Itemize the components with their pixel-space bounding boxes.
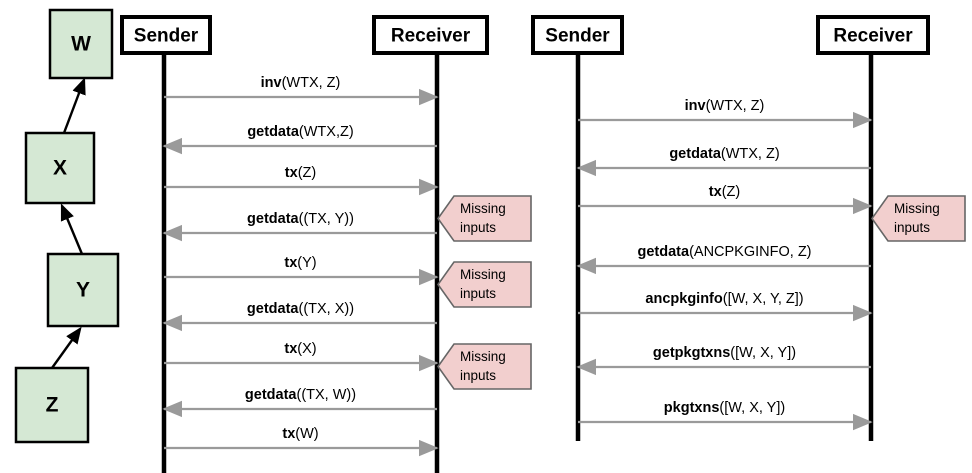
message-args: ((TX, X)) — [299, 301, 355, 317]
message-fn: tx — [285, 165, 298, 181]
actor-header-box — [531, 15, 624, 55]
transaction-ancestor-graph: W X Y Z — [14, 8, 120, 444]
actor-receiver-legacy-orphan-resolution[interactable]: Receiver — [372, 15, 489, 55]
message-label-getdata: getdata((TX, W)) — [245, 387, 356, 403]
note-callout-shape — [437, 261, 532, 308]
message-label-getdata: getdata(ANCPKGINFO, Z) — [637, 244, 811, 260]
note-callout-shape — [871, 195, 966, 242]
message-fn: inv — [261, 75, 282, 91]
message-args: ((TX, Y)) — [299, 211, 354, 227]
dag-edge-Z-to-Y — [51, 326, 82, 369]
message-fn: ancpkginfo — [645, 291, 722, 307]
message-label-pkgtxns: pkgtxns([W, X, Y]) — [664, 400, 785, 416]
message-fn: tx — [282, 426, 295, 442]
message-label-ancpkginfo: ancpkginfo([W, X, Y, Z]) — [645, 291, 803, 307]
message-fn: tx — [709, 184, 722, 200]
message-fn: getpkgtxns — [653, 345, 730, 361]
message-args: ([W, X, Y]) — [730, 345, 796, 361]
message-label-tx: tx(Y) — [284, 255, 316, 271]
message-fn: getdata — [247, 124, 300, 140]
dag-node-y[interactable]: Y — [46, 252, 120, 328]
dag-node-label: Z — [46, 394, 59, 417]
note-callout-shape — [437, 195, 532, 242]
note-line-1: Missing — [460, 267, 506, 282]
message-fn: getdata — [669, 146, 722, 162]
actor-label: Sender — [134, 26, 199, 47]
missing-inputs-note[interactable]: Missing inputs — [871, 195, 966, 242]
dag-node-box — [48, 8, 114, 80]
dag-node-box — [14, 366, 90, 444]
dag-node-x[interactable]: X — [24, 131, 96, 205]
note-line-2: inputs — [894, 220, 930, 235]
actor-label: Sender — [545, 26, 610, 47]
message-args: (WTX, Z) — [706, 98, 765, 114]
message-args: (Z) — [298, 165, 317, 181]
message-label-getpkgtxns: getpkgtxns([W, X, Y]) — [653, 345, 796, 361]
message-fn: tx — [284, 341, 297, 357]
actor-label: Receiver — [391, 26, 471, 47]
actor-header-box — [816, 15, 930, 55]
dag-node-box — [46, 252, 120, 328]
note-line-2: inputs — [460, 220, 496, 235]
message-label-getdata: getdata(WTX,Z) — [247, 124, 353, 140]
message-label-inv: inv(WTX, Z) — [261, 75, 341, 91]
message-fn: getdata — [247, 301, 300, 317]
message-label-tx: tx(X) — [284, 341, 316, 357]
dag-node-label: Y — [76, 279, 90, 302]
note-line-1: Missing — [894, 201, 940, 216]
actor-label: Receiver — [833, 26, 913, 47]
message-label-getdata: getdata(WTX, Z) — [669, 146, 779, 162]
message-args: ([W, X, Y]) — [719, 400, 785, 416]
message-args: (WTX,Z) — [299, 124, 354, 140]
message-args: (WTX, Z) — [721, 146, 780, 162]
message-fn: tx — [284, 255, 297, 271]
missing-inputs-note[interactable]: Missing inputs — [437, 261, 532, 308]
message-label-tx: tx(W) — [282, 426, 318, 442]
message-label-inv: inv(WTX, Z) — [685, 98, 765, 114]
message-args: (W) — [295, 426, 318, 442]
message-fn: getdata — [247, 211, 300, 227]
actor-receiver-package-relay-resolution[interactable]: Receiver — [816, 15, 930, 55]
actor-sender-package-relay-resolution[interactable]: Sender — [531, 15, 624, 55]
message-args: (Z) — [722, 184, 741, 200]
message-label-getdata: getdata((TX, X)) — [247, 301, 354, 317]
actor-sender-legacy-orphan-resolution[interactable]: Sender — [120, 15, 212, 55]
message-args: (X) — [297, 341, 316, 357]
note-line-2: inputs — [460, 368, 496, 383]
dag-edge-Y-to-X — [60, 203, 84, 255]
missing-inputs-note[interactable]: Missing inputs — [437, 343, 532, 390]
message-fn: pkgtxns — [664, 400, 720, 416]
note-line-1: Missing — [460, 349, 506, 364]
message-fn: getdata — [637, 244, 690, 260]
dag-edge-X-to-W — [62, 77, 86, 134]
dag-node-label: W — [71, 33, 91, 56]
message-fn: inv — [685, 98, 706, 114]
note-line-2: inputs — [460, 286, 496, 301]
message-args: (WTX, Z) — [282, 75, 341, 91]
message-label-tx: tx(Z) — [709, 184, 740, 200]
note-line-1: Missing — [460, 201, 506, 216]
missing-inputs-note[interactable]: Missing inputs — [437, 195, 532, 242]
message-args: (Y) — [297, 255, 316, 271]
message-fn: getdata — [245, 387, 298, 403]
message-args: ((TX, W)) — [296, 387, 356, 403]
message-label-getdata: getdata((TX, Y)) — [247, 211, 354, 227]
message-args: (ANCPKGINFO, Z) — [689, 244, 811, 260]
actor-header-box — [372, 15, 489, 55]
dag-node-label: X — [53, 157, 67, 180]
message-label-tx: tx(Z) — [285, 165, 316, 181]
dag-node-box — [24, 131, 96, 205]
message-args: ([W, X, Y, Z]) — [723, 291, 804, 307]
note-callout-shape — [437, 343, 532, 390]
dag-node-z[interactable]: Z — [14, 366, 90, 444]
dag-node-w[interactable]: W — [48, 8, 114, 80]
